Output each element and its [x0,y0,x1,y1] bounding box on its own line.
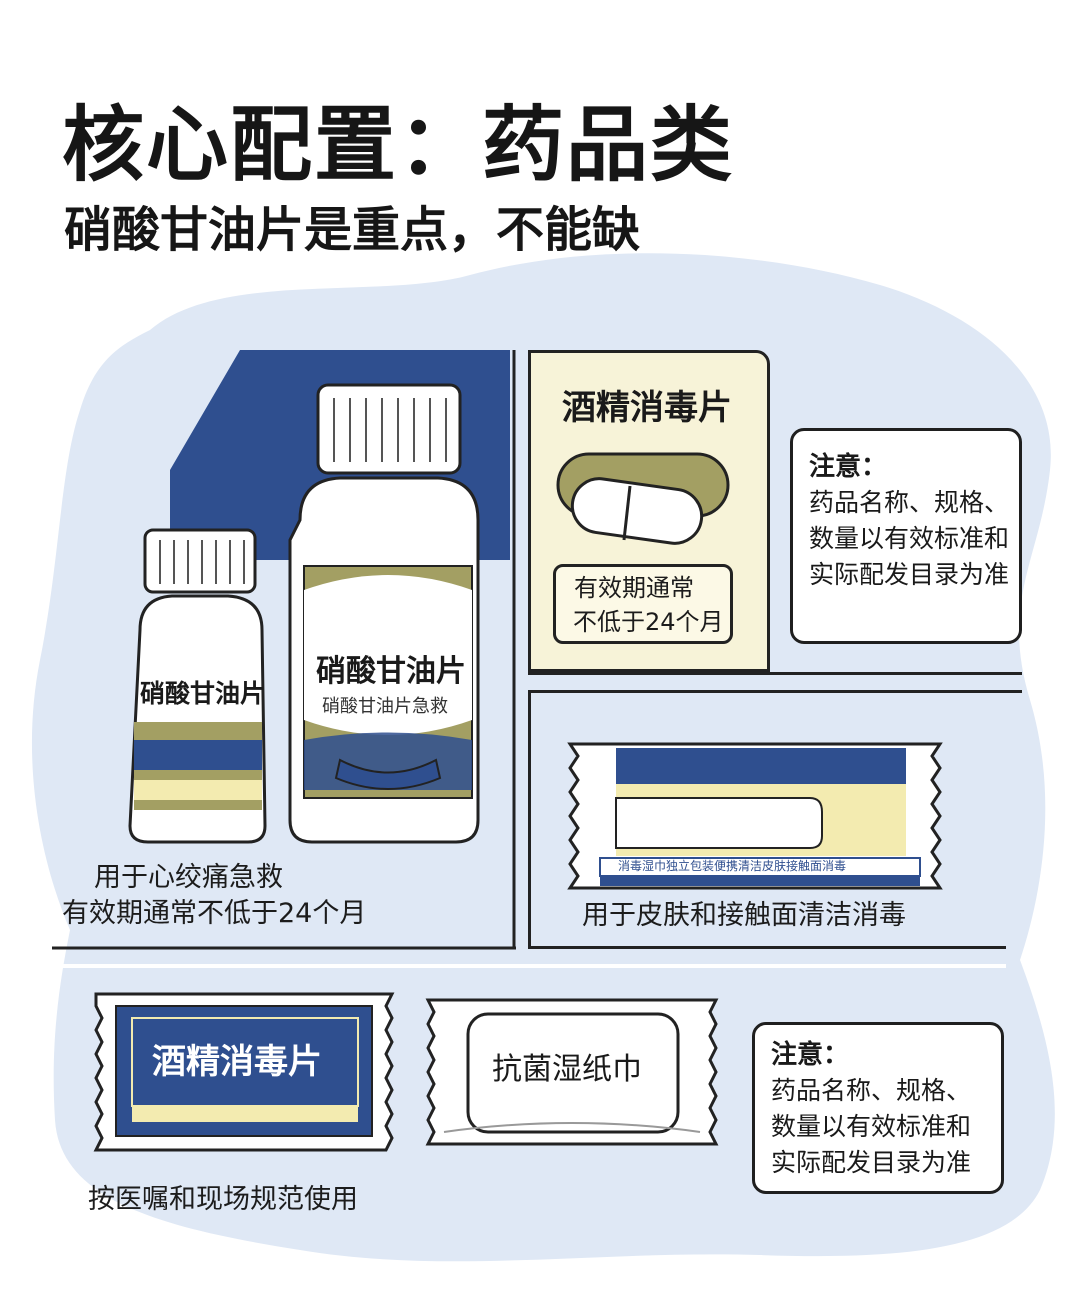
wipes-panel-left-line [528,690,531,948]
note-box-bottom: 注意： 药品名称、规格、 数量以有效标准和 实际配发目录为准 [752,1022,1004,1194]
nitro-caption-line1: 用于心绞痛急救 [94,862,283,893]
alcohol-tablet-title: 酒精消毒片 [562,388,732,428]
expiry-box [553,564,733,644]
capsule-icon [556,452,730,545]
alcohol-pack-label: 酒精消毒片 [152,1042,322,1082]
antibacterial-wipe-pack-illustration [425,998,719,1146]
note-bottom-line2: 数量以有效标准和 [771,1112,972,1141]
large-bottle-sublabel: 硝酸甘油片急救 [322,696,448,717]
note-bottom-line1: 药品名称、规格、 [771,1076,972,1105]
nitro-caption-line2: 有效期通常不低于24个月 [62,898,367,929]
page-subtitle: 硝酸甘油片是重点，不能缺 [64,202,641,258]
note-top-line2: 数量以有效标准和 [809,524,1010,553]
alcohol-tablet-panel-bottom-line [528,672,1022,675]
note-box-top: 注意： 药品名称、规格、 数量以有效标准和 实际配发目录为准 [790,428,1022,644]
note-top-line3: 实际配发目录为准 [809,560,1010,589]
note-bottom-title: 注意： [771,1040,850,1070]
wipe-pack-illustration [567,742,943,890]
note-bottom-line3: 实际配发目录为准 [771,1148,972,1177]
wipe-pack-strip-text: 消毒湿巾独立包装便携清洁皮肤接触面消毒 [618,859,847,873]
page-title: 核心配置：药品类 [62,98,735,193]
note-top-line1: 药品名称、规格、 [809,488,1010,517]
wipes-panel-bottom-line [528,946,1006,949]
expiry-line2: 不低于24个月 [573,608,724,636]
wipes-caption: 用于皮肤和接触面清洁消毒 [582,900,906,931]
bottom-caption: 按医嘱和现场规范使用 [88,1184,358,1215]
antibacterial-wipe-label: 抗菌湿纸巾 [492,1052,642,1087]
bottom-row-light-band [56,964,1006,968]
large-bottle-label: 硝酸甘油片 [316,654,466,689]
note-top-title: 注意： [809,452,888,482]
small-bottle-label: 硝酸甘油片 [140,679,266,708]
wipes-panel-top-line [528,690,1022,693]
small-bottle [128,528,267,844]
expiry-line1: 有效期通常 [574,574,694,602]
alcohol-pack-illustration [93,992,395,1152]
large-bottle [288,383,480,844]
